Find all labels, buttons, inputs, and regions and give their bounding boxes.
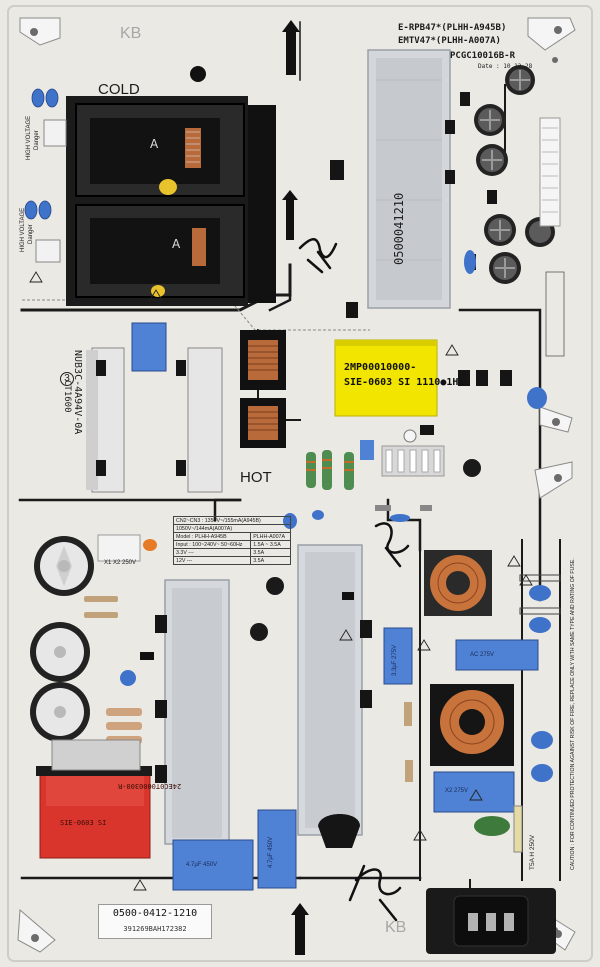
red-transformer-text-1: 24EC0T0000300-R: [118, 782, 182, 790]
filter-cap-label-1: 4.7µF 450V: [186, 862, 218, 868]
serial-number: 0500-0412-1210: [112, 908, 198, 919]
pcb-code: PCGC10016B-R: [450, 51, 516, 61]
spec-row-4a: Input : 100~240V~ 50~60Hz: [172, 540, 252, 549]
spec-row-5a: 3.3V ---: [172, 548, 252, 557]
kb-label-top: KB: [120, 25, 142, 42]
kb-label-bottom: KB: [385, 919, 407, 936]
spec-row-3a: Model : PLHH-A945B: [172, 532, 252, 541]
svg-text:A: A: [150, 137, 159, 151]
x-cap-label-2: X2 275V: [445, 788, 469, 794]
model-line-2: EMTV47*(PLHH-A007A): [398, 36, 501, 46]
spec-row-2: 1050V~/144mA(A007A): [173, 524, 291, 533]
spec-row-6a: 12V ---: [172, 556, 252, 565]
red-transformer-text-2: SIE-0603 SI: [60, 819, 107, 827]
spec-row-4b: 1.5A ~ 3.5A: [250, 540, 291, 549]
pcb-date: Date : 10.12.28: [478, 63, 533, 70]
barcode-number: 391269BAH172382: [123, 925, 187, 933]
hv-label-2: Danger: [34, 130, 40, 150]
x-cap-label-3: 3.3µF 275V: [392, 644, 398, 676]
cold-label: COLD: [98, 81, 140, 98]
hv-label-1: HIGH VOLTAGE: [26, 115, 32, 160]
hv-label-3: HIGH VOLTAGE: [20, 207, 26, 252]
heatsink-id: 0500041210: [392, 192, 406, 265]
spec-row-6b: 3.5A: [250, 556, 291, 565]
spec-row-1: CN2~CN3 : 1350V~/155mA(A945B): [173, 516, 291, 525]
hot-label: HOT: [240, 469, 272, 486]
vertical-code: NUB3C-4A94V-0A: [72, 350, 83, 435]
spec-table: CN2~CN3 : 1350V~/155mA(A945B) 1050V~/144…: [172, 516, 291, 565]
model-line-1: E-RPB47*(PLHH-A945B): [398, 23, 507, 33]
spec-row-5b: 3.5A: [250, 548, 291, 557]
serial-sticker: 0500-0412-1210 391269BAH172382: [98, 904, 212, 939]
svg-text:A: A: [172, 237, 181, 251]
transformer-text-2: SIE-0603 SI 1110●1H1: [344, 377, 465, 388]
transformer-text-1: 2MP00010000-: [344, 362, 417, 373]
circle-number: 3: [60, 372, 74, 386]
caution-text: CAUTION : FOR CONTINUED PROTECTION AGAIN…: [570, 558, 576, 870]
x-cap-label-1: AC 275V: [470, 652, 495, 658]
x250-label: X1 X2 250V: [104, 560, 137, 566]
filter-cap-label-2: 4.7µF 450V: [268, 836, 274, 868]
fuse-label: T5A H 250V: [529, 834, 536, 870]
spec-row-3b: PLHH-A007A: [250, 532, 291, 541]
hv-label-4: Danger: [28, 224, 34, 244]
